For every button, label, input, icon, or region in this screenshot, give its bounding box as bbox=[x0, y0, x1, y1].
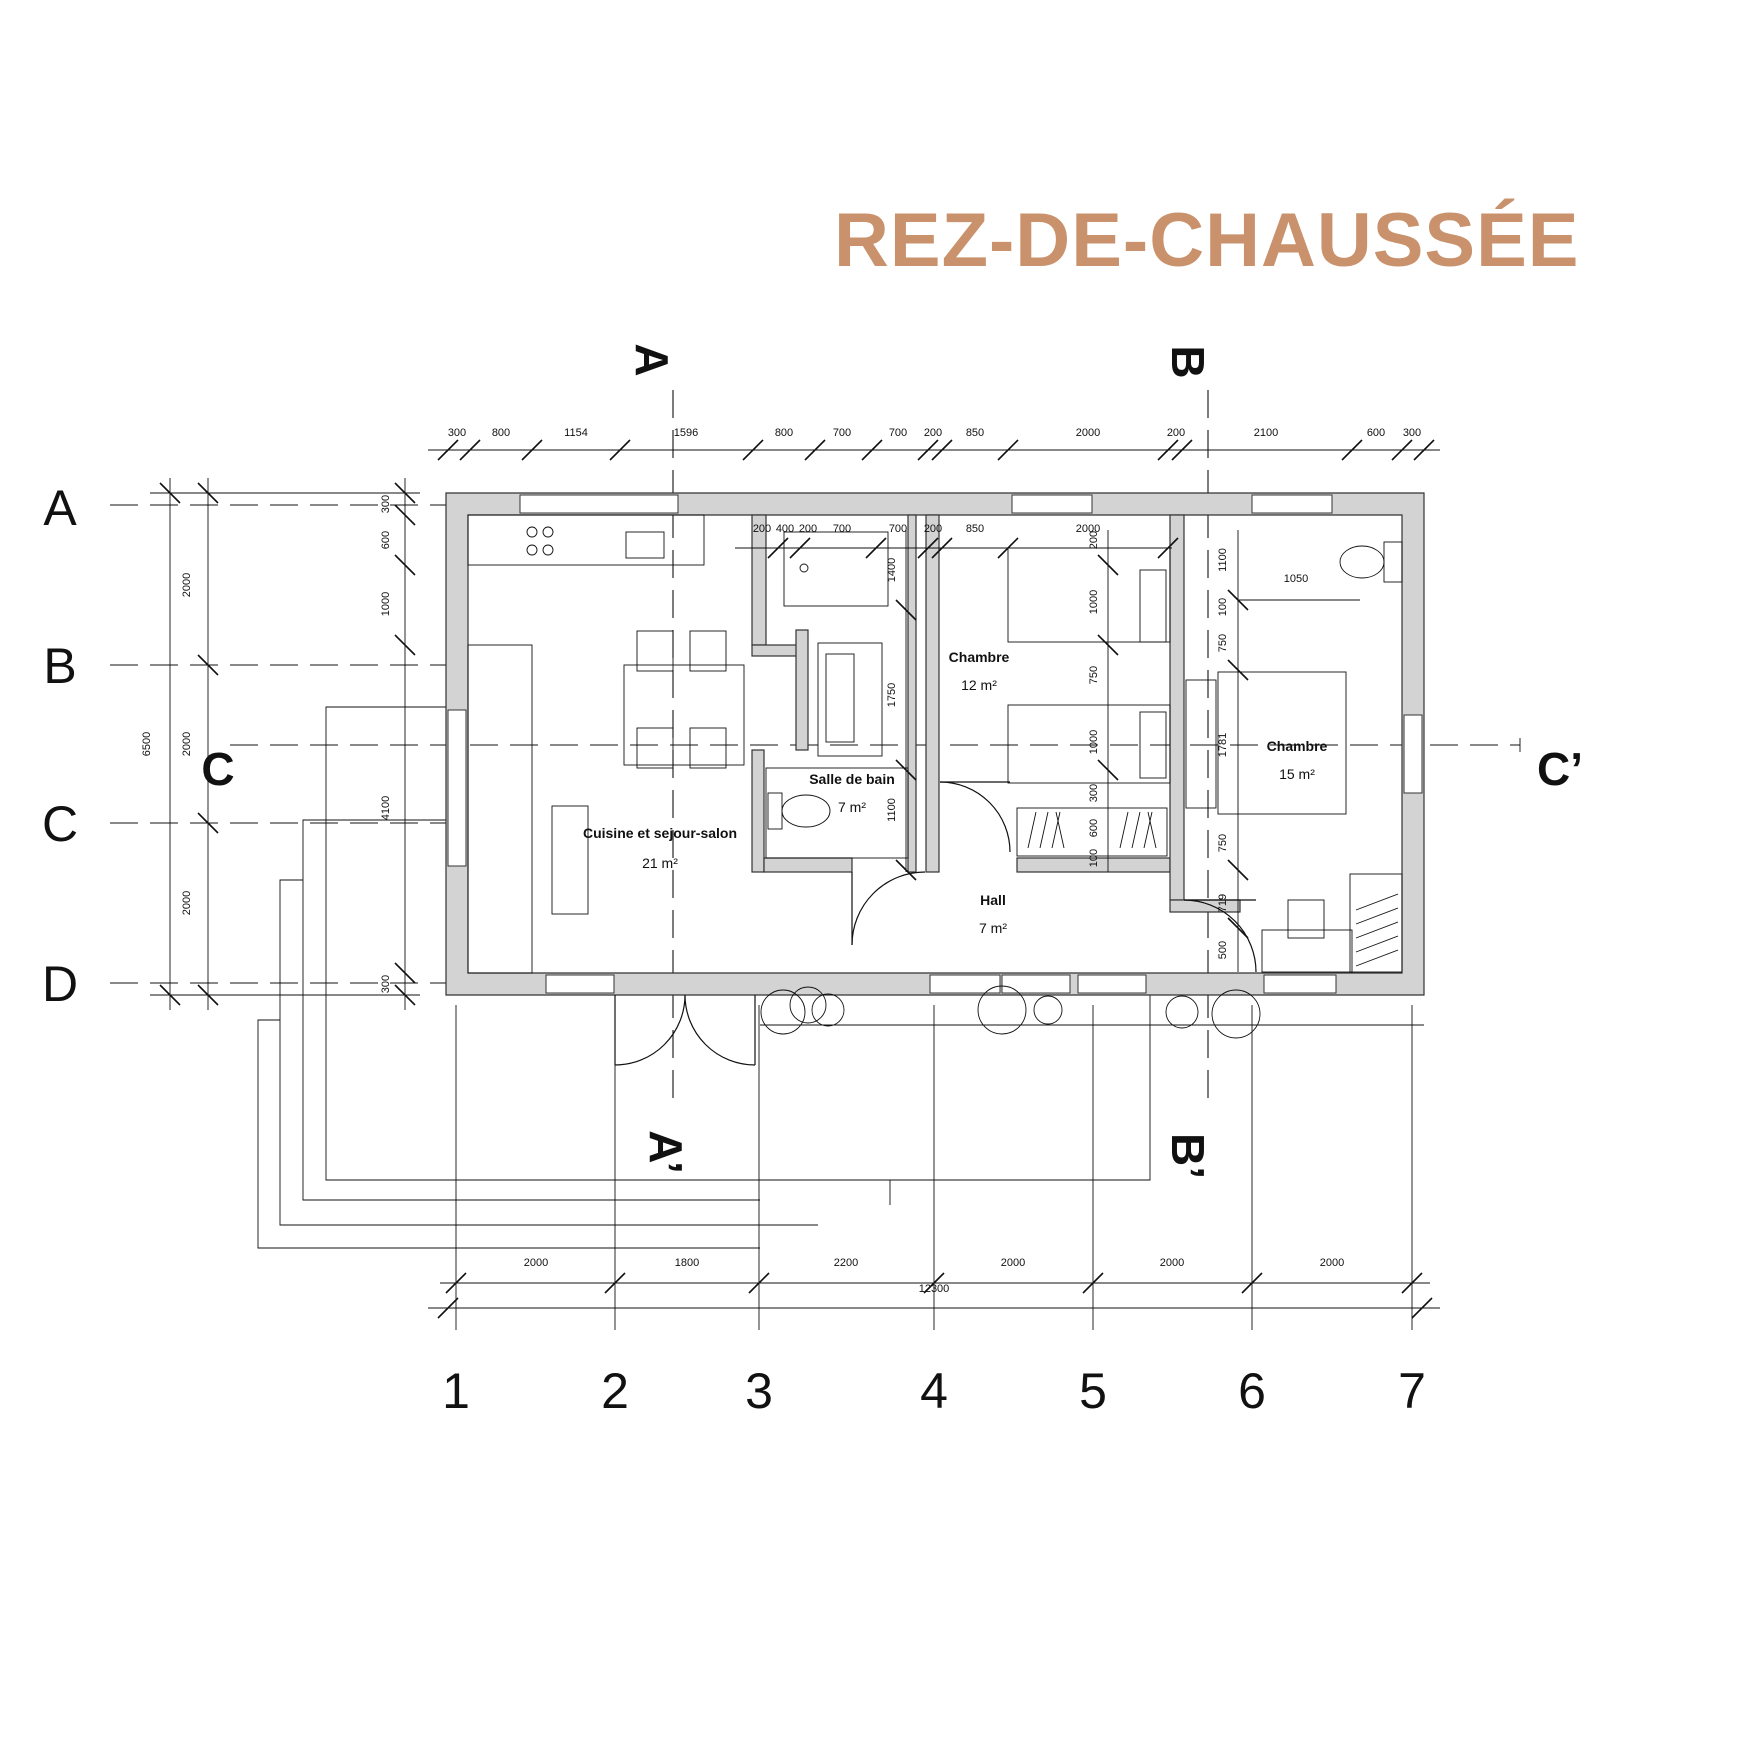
dim-top-1: 800 bbox=[492, 427, 510, 439]
plants bbox=[760, 985, 1261, 1039]
dim-top-10: 200 bbox=[1167, 427, 1185, 439]
dim-bed1-300: 300 bbox=[1088, 784, 1100, 802]
section-c-left: C bbox=[201, 743, 234, 795]
dim-bed2-719: 719 bbox=[1217, 894, 1229, 912]
section-c-right: C’ bbox=[1537, 743, 1583, 795]
dim-bed1-200: 200 bbox=[1088, 531, 1100, 549]
dim-left-inner-4: 300 bbox=[380, 975, 392, 993]
dim-bed2-1050: 1050 bbox=[1284, 573, 1308, 585]
dim-left-0: 2000 bbox=[181, 573, 193, 597]
dim-bed2-750a: 750 bbox=[1217, 634, 1229, 652]
top-dimension-line bbox=[428, 439, 1440, 461]
room-name-bedroom1: Chambre bbox=[949, 649, 1010, 665]
dim-top-7: 200 bbox=[924, 427, 942, 439]
dim-top-12: 600 bbox=[1367, 427, 1385, 439]
dim-inner-0: 200 bbox=[753, 523, 771, 535]
dim-top-13: 300 bbox=[1403, 427, 1421, 439]
dim-left-inner-1: 600 bbox=[380, 531, 392, 549]
grid-row-label-a: A bbox=[43, 480, 77, 536]
dim-bed1-1000a: 1000 bbox=[1088, 590, 1100, 614]
dim-bottom-1: 1800 bbox=[675, 1257, 699, 1269]
grid-col-label-4: 4 bbox=[920, 1363, 948, 1419]
dim-top-2: 1154 bbox=[564, 427, 588, 439]
dim-bed2-750b: 750 bbox=[1217, 834, 1229, 852]
grid-col-label-6: 6 bbox=[1238, 1363, 1266, 1419]
dim-bath-1100: 1100 bbox=[886, 798, 898, 822]
grid-row-label-c: C bbox=[42, 796, 78, 852]
room-name-bedroom2: Chambre bbox=[1267, 738, 1328, 754]
dim-top-0: 300 bbox=[448, 427, 466, 439]
dim-bottom-2: 2200 bbox=[834, 1257, 858, 1269]
room-name-bathroom: Salle de bain bbox=[809, 771, 895, 787]
bedroom2-furniture bbox=[1185, 541, 1403, 973]
dim-inner-6: 850 bbox=[966, 523, 984, 535]
section-a-top: A bbox=[626, 343, 678, 376]
kitchen-furniture bbox=[467, 514, 745, 974]
grid-col-label-3: 3 bbox=[745, 1363, 773, 1419]
dim-inner-4: 700 bbox=[889, 523, 907, 535]
inner-top-dimension-line bbox=[735, 537, 1179, 559]
dim-bed2-100: 100 bbox=[1217, 598, 1229, 616]
interior-dimension-lines bbox=[895, 530, 1360, 972]
dim-bottom-0: 2000 bbox=[524, 1257, 548, 1269]
dim-top-6: 700 bbox=[889, 427, 907, 439]
dim-left-2: 2000 bbox=[181, 891, 193, 915]
dim-top-3: 1596 bbox=[674, 427, 698, 439]
dim-top-5: 700 bbox=[833, 427, 851, 439]
dim-bath-1750: 1750 bbox=[886, 683, 898, 707]
dim-inner-2: 200 bbox=[799, 523, 817, 535]
dim-inner-7: 2000 bbox=[1076, 523, 1100, 535]
dim-bed1-750: 750 bbox=[1088, 666, 1100, 684]
room-area-hall: 7 m² bbox=[979, 920, 1007, 936]
grid-row-label-b: B bbox=[43, 638, 76, 694]
bottom-dimension-lines bbox=[428, 1272, 1440, 1319]
dim-bed1-100: 100 bbox=[1088, 849, 1100, 867]
section-a-bottom: A’ bbox=[640, 1130, 692, 1173]
dim-bed2-500: 500 bbox=[1217, 941, 1229, 959]
dim-left-inner-2: 1000 bbox=[380, 592, 392, 616]
room-area-bedroom2: 15 m² bbox=[1279, 766, 1315, 782]
dim-top-4: 800 bbox=[775, 427, 793, 439]
windows bbox=[447, 494, 1423, 994]
dim-top-8: 850 bbox=[966, 427, 984, 439]
plan-title: REZ-DE-CHAUSSÉE bbox=[834, 198, 1580, 283]
dim-inner-5: 200 bbox=[924, 523, 942, 535]
section-b-top: B bbox=[1162, 345, 1214, 378]
bathroom-fixtures bbox=[765, 531, 909, 859]
walls bbox=[445, 492, 1425, 996]
dim-top-11: 2100 bbox=[1254, 427, 1278, 439]
dim-left-inner-0: 300 bbox=[380, 495, 392, 513]
dim-total-width: 12300 bbox=[919, 1283, 950, 1295]
dim-bottom-5: 2000 bbox=[1320, 1257, 1344, 1269]
grid-col-label-1: 1 bbox=[442, 1363, 470, 1419]
dim-left-total: 6500 bbox=[141, 732, 153, 756]
dim-bed1-600: 600 bbox=[1088, 819, 1100, 837]
room-area-bathroom: 7 m² bbox=[838, 799, 866, 815]
room-name-kitchen: Cuisine et sejour-salon bbox=[583, 825, 737, 841]
room-area-kitchen: 21 m² bbox=[642, 855, 678, 871]
dim-bottom-3: 2000 bbox=[1001, 1257, 1025, 1269]
dim-bed2-1781: 1781 bbox=[1217, 733, 1229, 757]
grid-col-label-7: 7 bbox=[1398, 1363, 1426, 1419]
room-name-hall: Hall bbox=[980, 892, 1006, 908]
dim-bed1-1000b: 1000 bbox=[1088, 730, 1100, 754]
dim-inner-3: 700 bbox=[833, 523, 851, 535]
dim-bath-1400: 1400 bbox=[886, 558, 898, 582]
grid-col-label-2: 2 bbox=[601, 1363, 629, 1419]
section-b-bottom: B’ bbox=[1162, 1133, 1214, 1179]
left-dimension-lines bbox=[150, 478, 420, 1010]
entrance-doors bbox=[614, 781, 1257, 1066]
dim-bed2-1100: 1100 bbox=[1217, 548, 1229, 572]
grid-col-label-5: 5 bbox=[1079, 1363, 1107, 1419]
dim-inner-1: 400 bbox=[776, 523, 794, 535]
room-area-bedroom1: 12 m² bbox=[961, 677, 997, 693]
dim-left-inner-3: 4100 bbox=[380, 796, 392, 820]
dim-bottom-4: 2000 bbox=[1160, 1257, 1184, 1269]
grid-row-label-d: D bbox=[42, 956, 78, 1012]
dim-left-1: 2000 bbox=[181, 732, 193, 756]
dim-top-9: 2000 bbox=[1076, 427, 1100, 439]
